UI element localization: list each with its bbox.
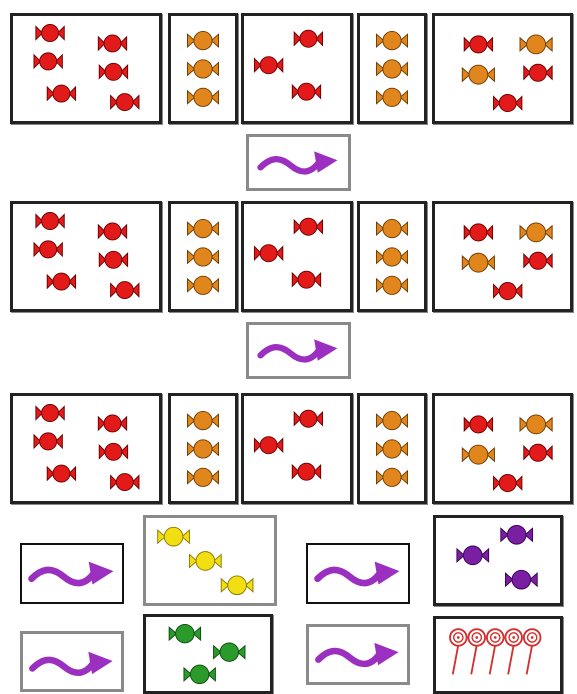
arrow-box bbox=[246, 322, 351, 379]
arrow-box bbox=[306, 624, 410, 685]
red-candy-box bbox=[241, 13, 353, 124]
arrow-box bbox=[20, 543, 124, 604]
squiggly-arrow-icon bbox=[22, 545, 122, 602]
mixed-candy-box bbox=[432, 201, 573, 312]
squiggly-arrow-icon bbox=[249, 137, 348, 188]
orange-candy-box bbox=[357, 201, 427, 312]
orange-candy-box bbox=[357, 393, 427, 504]
candy-group bbox=[33, 212, 140, 300]
candy-group bbox=[376, 31, 408, 107]
green-candy-box bbox=[143, 614, 273, 694]
candy-group bbox=[456, 525, 538, 590]
orange-candy-box bbox=[168, 393, 238, 504]
candy-group bbox=[157, 526, 254, 596]
candy-group bbox=[461, 414, 553, 493]
candy-group bbox=[253, 409, 324, 481]
squiggly-arrow-icon bbox=[23, 634, 121, 689]
arrow-box bbox=[306, 543, 410, 604]
orange-candy-box bbox=[357, 13, 427, 124]
squiggly-arrow-icon bbox=[249, 325, 348, 376]
red-candy-box bbox=[10, 13, 162, 124]
red-candy-box bbox=[10, 201, 162, 312]
mixed-candy-box bbox=[432, 393, 573, 504]
candy-group bbox=[186, 411, 220, 487]
candy-group bbox=[186, 219, 220, 295]
mixed-candy-box bbox=[432, 13, 573, 124]
red-candy-box bbox=[241, 201, 353, 312]
yellow-candy-box bbox=[143, 515, 277, 606]
lollipop-box bbox=[433, 616, 563, 694]
orange-candy-box bbox=[168, 201, 238, 312]
candy-group bbox=[376, 219, 408, 295]
orange-candy-box bbox=[168, 13, 238, 124]
candy-group bbox=[253, 29, 324, 101]
candy-group bbox=[186, 31, 220, 107]
candy-group bbox=[168, 623, 246, 685]
red-candy-box bbox=[10, 393, 162, 504]
candy-group bbox=[253, 217, 324, 289]
purple-candy-box bbox=[433, 515, 563, 606]
candy-group bbox=[33, 404, 140, 492]
squiggly-arrow-icon bbox=[309, 627, 407, 682]
candy-group bbox=[461, 34, 553, 113]
arrow-box bbox=[20, 631, 124, 692]
squiggly-arrow-icon bbox=[308, 545, 408, 602]
lollipop-group bbox=[449, 628, 542, 676]
candy-group bbox=[461, 222, 553, 301]
candy-group bbox=[376, 411, 408, 487]
red-candy-box bbox=[241, 393, 353, 504]
candy-group bbox=[33, 24, 140, 112]
arrow-box bbox=[246, 134, 351, 191]
